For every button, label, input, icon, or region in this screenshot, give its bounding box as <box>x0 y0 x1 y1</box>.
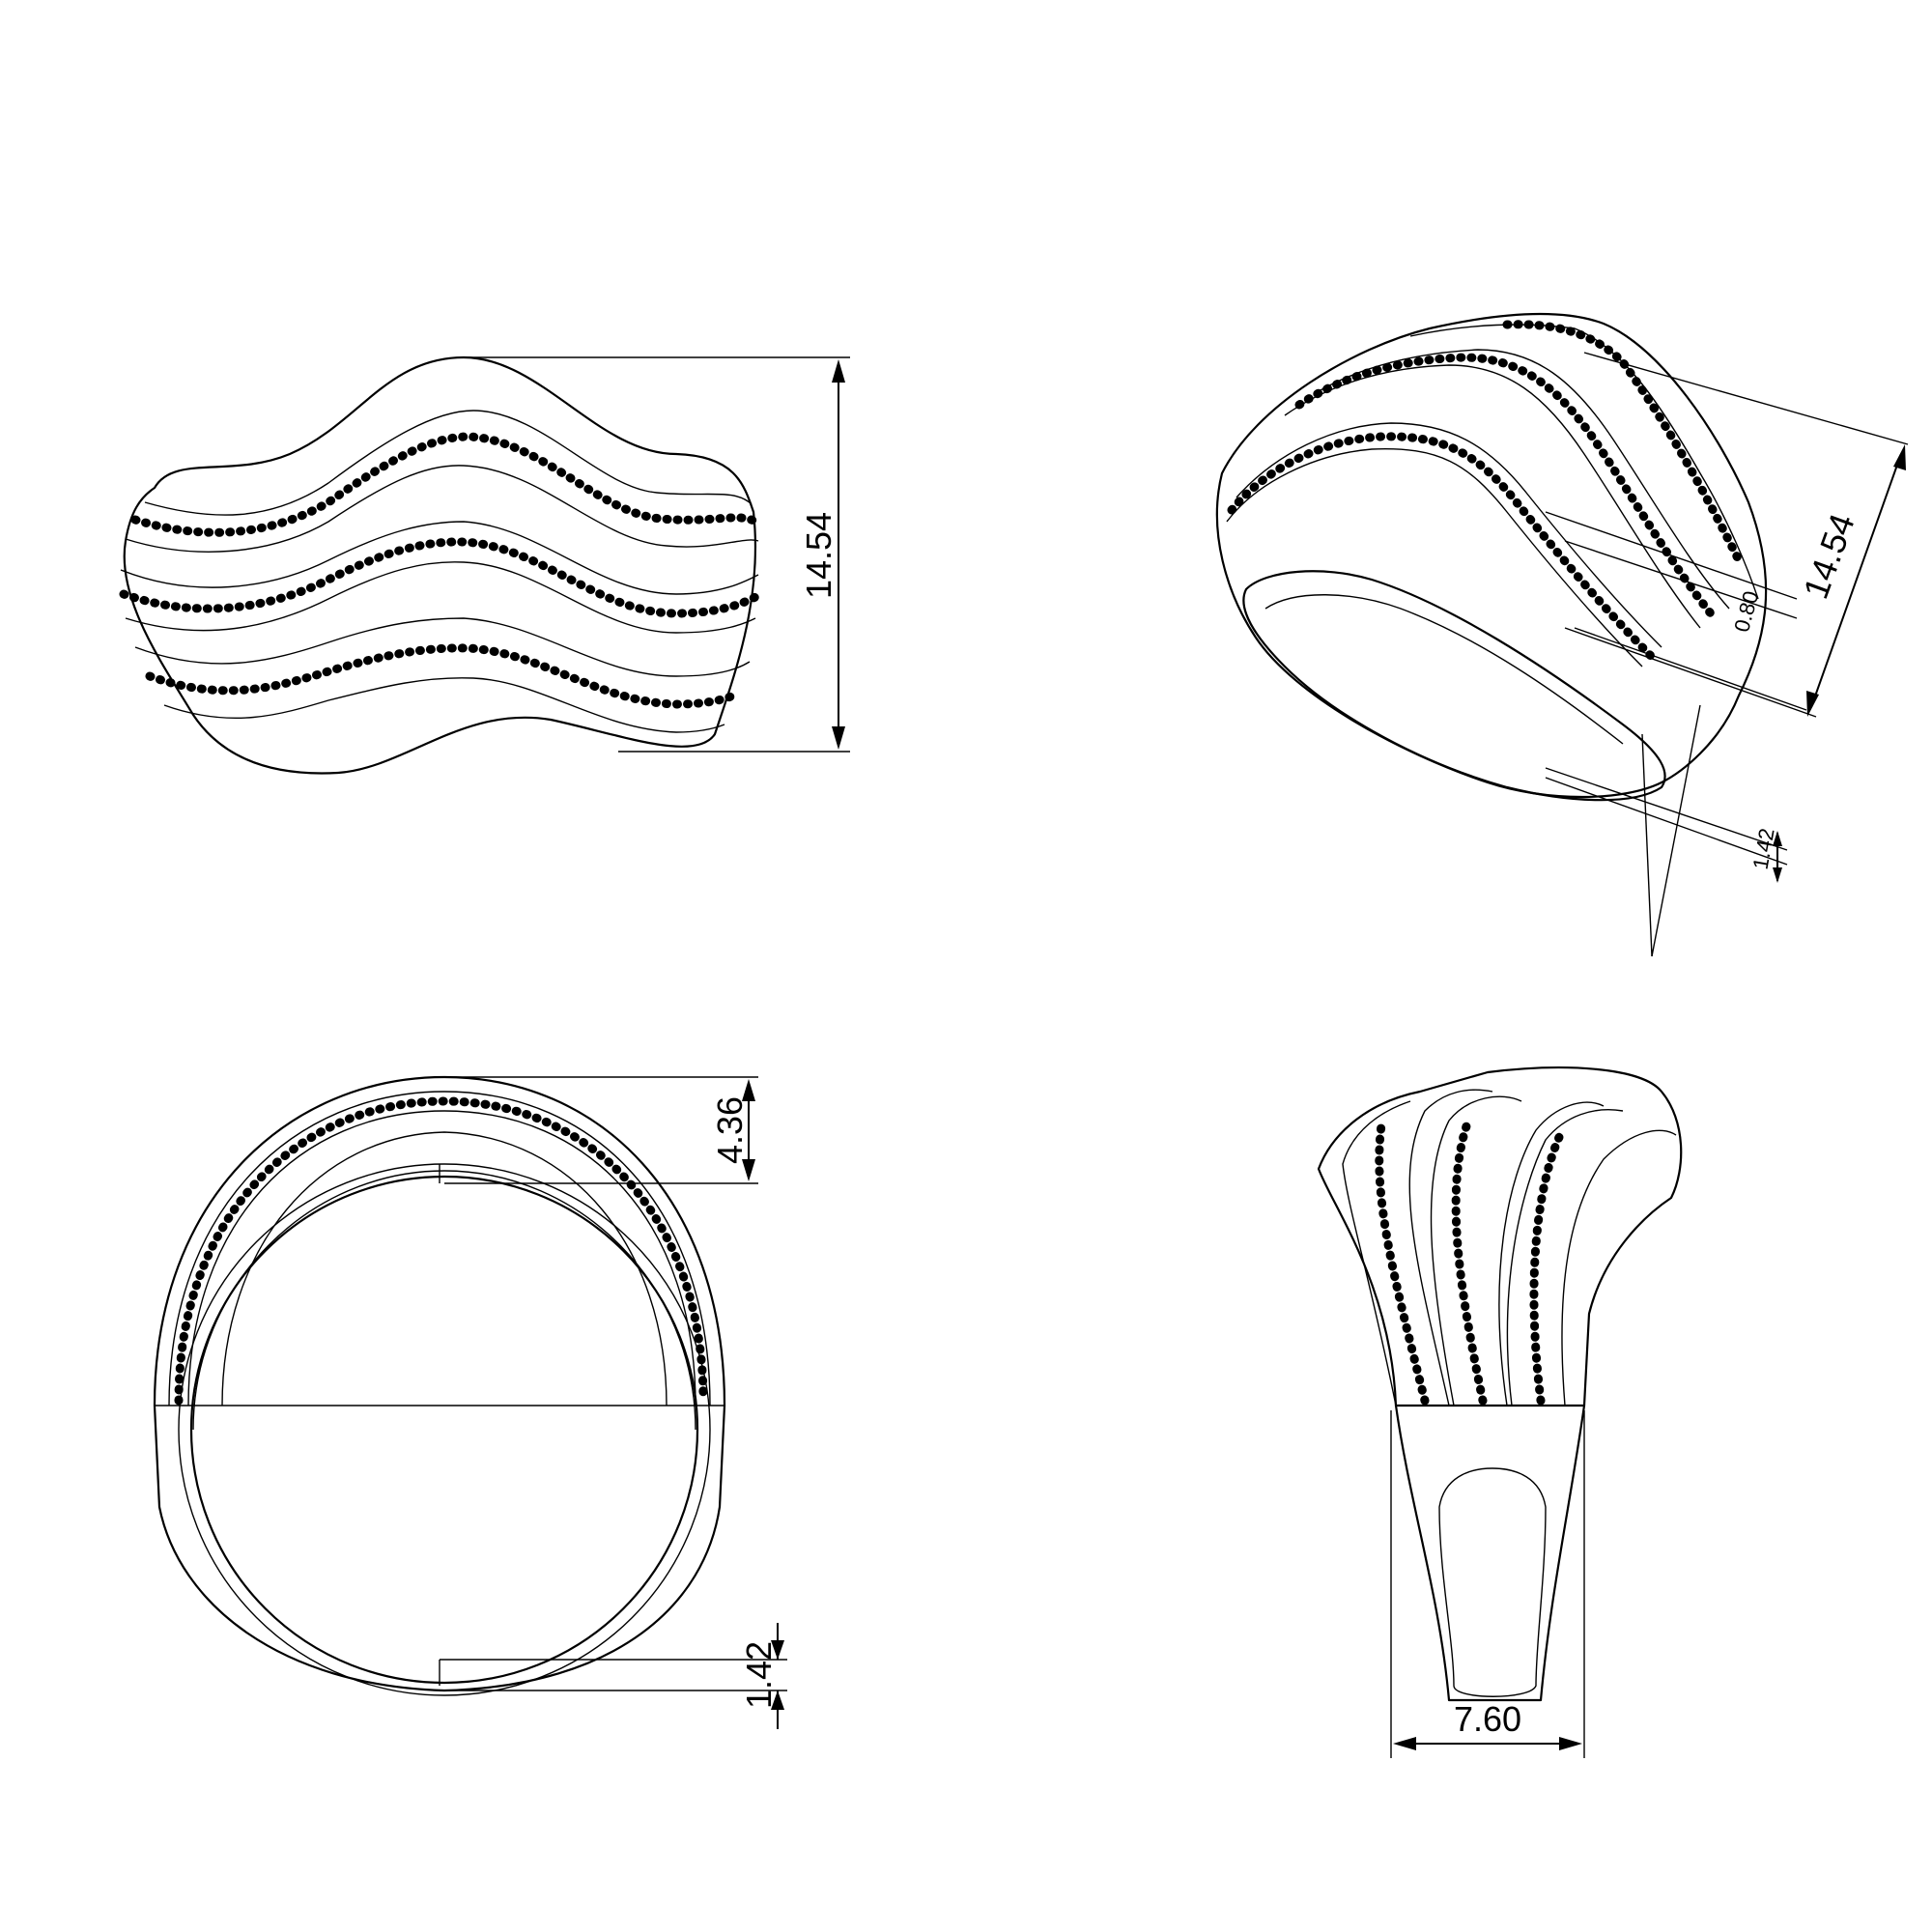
front-height-label: 14.54 <box>799 512 838 599</box>
iso-pave-row-2 <box>1294 353 1719 623</box>
back-shank <box>1394 1404 1586 1702</box>
iso-pave-row-3 <box>1502 320 1744 565</box>
iso-shank-small-label: 1.42 <box>1748 826 1779 871</box>
side-inner-bore <box>189 1175 699 1685</box>
back-head-outline <box>1317 1066 1683 1407</box>
front-pave-row-3 <box>145 643 742 709</box>
back-pave-col-1 <box>1375 1121 1430 1406</box>
front-view: 14.54 <box>119 355 850 775</box>
front-outline <box>123 355 757 775</box>
back-pave-col-3 <box>1529 1130 1565 1406</box>
side-top-thickness-label: 4.36 <box>710 1096 750 1164</box>
back-view: 7.60 <box>1317 1066 1683 1758</box>
front-pave-row-1 <box>130 432 760 537</box>
back-pave-col-2 <box>1451 1116 1488 1406</box>
iso-view: 14.54 0.80 1.42 <box>1215 312 1909 957</box>
side-pave-arc <box>174 1096 708 1406</box>
iso-outline <box>1215 312 1768 799</box>
front-pave-row-2 <box>119 537 762 618</box>
iso-stone-depth-label: 0.80 <box>1729 588 1763 635</box>
back-shank-width-label: 7.60 <box>1454 1699 1521 1739</box>
side-bottom-thickness-label: 1.42 <box>739 1641 779 1709</box>
iso-pave-row-1 <box>1227 432 1657 662</box>
side-outer-outline <box>153 1075 726 1692</box>
side-view: 4.36 1.42 <box>153 1075 787 1729</box>
iso-shank-opening <box>1242 570 1666 802</box>
